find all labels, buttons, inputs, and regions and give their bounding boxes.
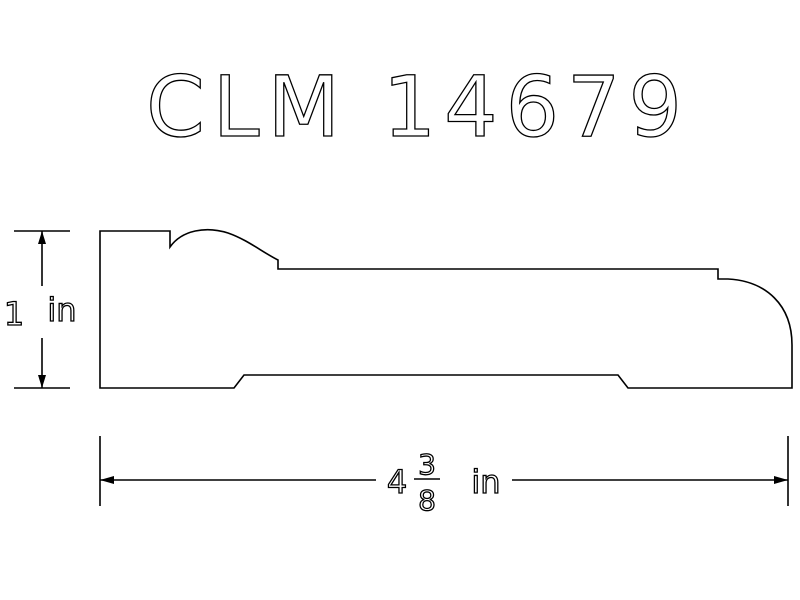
width-fraction-numerator: 3	[418, 448, 436, 481]
width-arrow-left	[100, 476, 114, 484]
moulding-profile	[99, 228, 793, 389]
height-arrow-bottom	[38, 375, 46, 388]
height-unit: in	[47, 291, 76, 329]
width-fraction-denominator: 8	[418, 484, 436, 517]
height-dimension: 1 in	[3, 230, 77, 389]
width-unit: in	[471, 463, 500, 501]
height-arrow-top	[38, 231, 46, 244]
drawing-title: CLM 14679	[146, 58, 690, 156]
width-dimension: 4 3 8 in	[99, 436, 789, 518]
width-arrow-right	[774, 476, 788, 484]
width-whole-value: 4	[387, 463, 407, 501]
height-value: 1	[4, 295, 24, 333]
